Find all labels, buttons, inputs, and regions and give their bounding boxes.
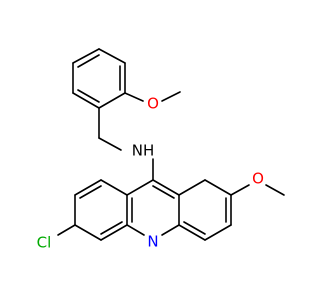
bond — [126, 224, 145, 236]
acridine-core — [74, 179, 232, 241]
bond — [204, 179, 232, 196]
bond — [57, 224, 76, 236]
bond — [126, 179, 154, 196]
bond — [161, 91, 181, 102]
bond — [98, 48, 126, 64]
bond — [100, 221, 123, 235]
chlorine-label: Cl — [37, 234, 52, 252]
bond — [230, 184, 250, 196]
bond — [204, 224, 232, 241]
methoxyphenyl-ring — [72, 48, 126, 109]
bond — [98, 137, 122, 151]
bond — [152, 185, 175, 199]
bond — [183, 221, 206, 235]
bond — [77, 89, 100, 103]
bond — [124, 92, 144, 102]
bond — [79, 185, 102, 199]
molecule-drawing: NH N Cl O O — [37, 48, 285, 252]
bond — [178, 179, 206, 196]
bond — [98, 92, 126, 109]
bond — [100, 224, 128, 241]
bond — [152, 179, 180, 196]
structure-canvas: NH N Cl O O — [37, 48, 285, 252]
bond — [161, 224, 180, 236]
bond — [100, 179, 128, 196]
bond — [74, 224, 102, 241]
bond — [72, 92, 100, 109]
bond — [265, 184, 285, 196]
bond — [72, 48, 100, 64]
ring-nitrogen-label: N — [147, 233, 158, 251]
amine-nh-label: NH — [132, 142, 155, 160]
methoxy-oxygen-top-label: O — [147, 95, 159, 113]
bond — [77, 54, 100, 68]
methoxy-oxygen-right-label: O — [252, 170, 264, 188]
bond — [74, 179, 102, 196]
bond — [178, 224, 206, 241]
